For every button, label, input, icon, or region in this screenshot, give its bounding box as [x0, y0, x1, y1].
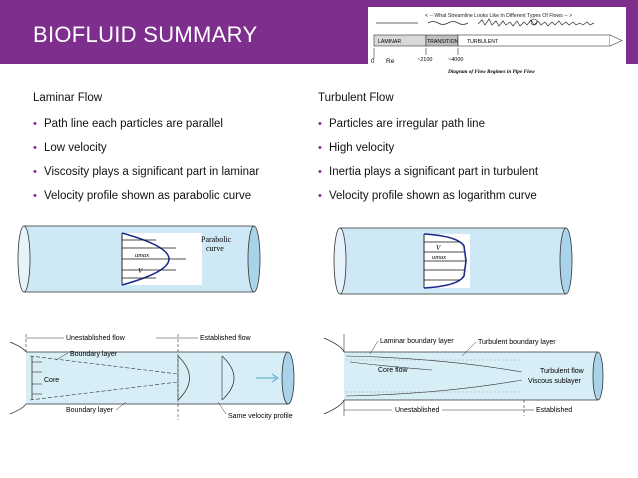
- bullet-icon: •: [318, 118, 322, 130]
- transition-label: TRANSITION: [427, 39, 459, 45]
- viscous-sublayer-label: Viscous sublayer: [528, 378, 581, 385]
- v-label: V: [138, 267, 143, 275]
- regime-header: < -- What Streamline Looks Like In Diffe…: [425, 13, 572, 19]
- curve-label: curve: [206, 244, 224, 253]
- list-item: •Velocity profile shown as parabolic cur…: [33, 190, 252, 202]
- bullet-icon: •: [318, 142, 322, 154]
- same-velocity-label: Same velocity profile: [228, 413, 293, 420]
- slide-title: BIOFLUID SUMMARY: [33, 22, 258, 47]
- list-item: •High velocity: [318, 142, 395, 154]
- v-label: V: [436, 244, 441, 252]
- re-4000: ~4000: [448, 57, 463, 63]
- axis-zero: 0: [371, 59, 375, 65]
- laminar-profile-figure: Parabolic curve umax V: [17, 225, 261, 293]
- bullet-icon: •: [33, 190, 37, 202]
- boundary-layer-bottom-label: Boundary layer: [66, 407, 114, 414]
- list-item: •Viscosity plays a significant part in l…: [33, 166, 260, 178]
- unestablished-label: Unestablished flow: [66, 335, 126, 342]
- laminar-label: LAMINAR: [378, 39, 401, 45]
- laminar-entry-figure: Unestablished flow Established flow Boun…: [9, 334, 295, 420]
- regime-caption: Diagram of Flow Regimes in Pipe Flow: [447, 69, 535, 75]
- boundary-layer-top-label: Boundary layer: [70, 351, 118, 358]
- pipe-body: [344, 352, 598, 400]
- parabolic-label: Parabolic: [201, 235, 232, 244]
- core-flow-label: Core flow: [378, 367, 409, 374]
- laminar-heading: Laminar Flow: [33, 92, 103, 104]
- list-item: •Particles are irregular path line: [318, 118, 485, 130]
- bullet-icon: •: [318, 166, 322, 178]
- list-item: •Velocity profile shown as logarithm cur…: [318, 190, 537, 202]
- list-item: •Low velocity: [33, 142, 107, 154]
- turbulent-column: Turbulent Flow •Particles are irregular …: [318, 92, 618, 214]
- turbulent-label: TURBULENT: [467, 39, 499, 45]
- unestablished-label: Unestablished: [395, 407, 439, 414]
- turbulent-entry-figure: Laminar boundary layer Turbulent boundar…: [323, 334, 604, 416]
- turbulent-profile-figure: V umax: [333, 227, 573, 295]
- turbulent-flow-label: Turbulent flow: [540, 368, 585, 375]
- flow-regime-diagram: < -- What Streamline Looks Like In Diffe…: [368, 7, 626, 77]
- bullet-icon: •: [33, 142, 37, 154]
- core-label: Core: [44, 377, 59, 384]
- bullet-icon: •: [33, 166, 37, 178]
- list-item: •Path line each particles are parallel: [33, 118, 223, 130]
- turbulent-bl-label: Turbulent boundary layer: [478, 339, 556, 346]
- turbulent-bullet-list: •Particles are irregular path line •High…: [318, 118, 618, 202]
- established-label: Established flow: [200, 335, 252, 342]
- turbulent-heading: Turbulent Flow: [318, 92, 394, 104]
- umax-label: umax: [135, 252, 149, 259]
- laminar-column: Laminar Flow •Path line each particles a…: [33, 92, 333, 214]
- axis-re: Re: [386, 58, 395, 65]
- re-2100: ~2100: [417, 57, 432, 63]
- established-label: Established: [536, 407, 572, 414]
- laminar-bl-label: Laminar boundary layer: [380, 338, 454, 345]
- list-item: •Inertia plays a significant part in tur…: [318, 166, 539, 178]
- bullet-icon: •: [33, 118, 37, 130]
- umax-label: umax: [432, 254, 446, 261]
- bullet-icon: •: [318, 190, 322, 202]
- laminar-bullet-list: •Path line each particles are parallel •…: [33, 118, 333, 202]
- pipe-body: [26, 352, 288, 404]
